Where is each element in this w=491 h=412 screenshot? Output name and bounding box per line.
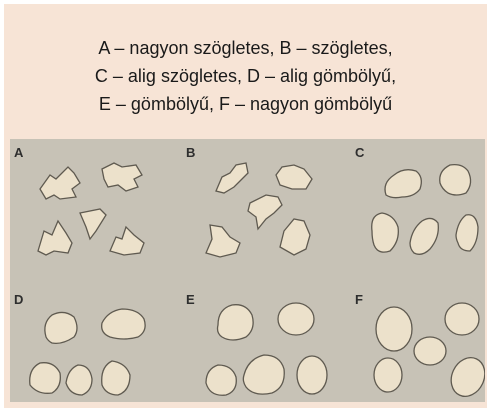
grain-f2 [445, 303, 479, 335]
grain-figure: A B C D E F [10, 139, 485, 402]
grain-d3 [30, 363, 61, 394]
diagram-frame: A – nagyon szögletes, B – szögletes, C –… [4, 4, 487, 408]
grain-c5 [456, 215, 478, 251]
panel-label-a: A [14, 145, 24, 160]
grain-f1 [376, 307, 412, 351]
panel-label-b: B [186, 145, 195, 160]
caption-line-1: A – nagyon szögletes, B – szögletes, [4, 34, 487, 62]
panel-d-grains [30, 309, 145, 395]
grain-e1 [218, 305, 254, 340]
grain-roundness-panels: A B C D E F [10, 139, 485, 402]
grain-e5 [297, 356, 327, 394]
grain-d1 [45, 312, 77, 343]
panel-b-grains [206, 163, 312, 257]
grain-f4 [374, 358, 402, 392]
grain-c3 [372, 213, 399, 252]
grain-b5 [280, 219, 310, 255]
grain-b3 [248, 195, 282, 229]
panel-label-e: E [186, 292, 195, 307]
grain-a2 [102, 163, 142, 191]
grain-f5 [445, 352, 485, 402]
grain-a4 [80, 209, 106, 239]
grain-e2 [278, 303, 314, 335]
panel-label-c: C [355, 145, 365, 160]
grain-c1 [385, 170, 421, 198]
grain-e4 [243, 355, 284, 394]
grain-d4 [66, 365, 92, 395]
panel-label-d: D [14, 292, 23, 307]
caption-line-2: C – alig szögletes, D – alig gömbölyű, [4, 62, 487, 90]
grain-f3 [414, 337, 446, 365]
grain-e3 [206, 365, 236, 395]
grain-a3 [38, 221, 72, 255]
caption-line-3: E – gömbölyű, F – nagyon gömbölyű [4, 90, 487, 118]
grain-b4 [206, 225, 240, 257]
panel-e-grains [206, 303, 327, 395]
panel-a-grains [38, 163, 144, 255]
grain-b2 [276, 165, 312, 189]
grain-c2 [440, 165, 471, 195]
grain-a1 [40, 167, 80, 199]
grain-d5 [102, 361, 130, 395]
panel-f-grains [374, 303, 485, 402]
grain-a5 [110, 227, 144, 255]
grain-c4 [410, 218, 438, 254]
caption: A – nagyon szögletes, B – szögletes, C –… [4, 34, 487, 118]
panel-label-f: F [355, 292, 363, 307]
panel-c-grains [372, 165, 478, 255]
grain-b1 [216, 163, 248, 193]
grain-d2 [102, 309, 145, 339]
